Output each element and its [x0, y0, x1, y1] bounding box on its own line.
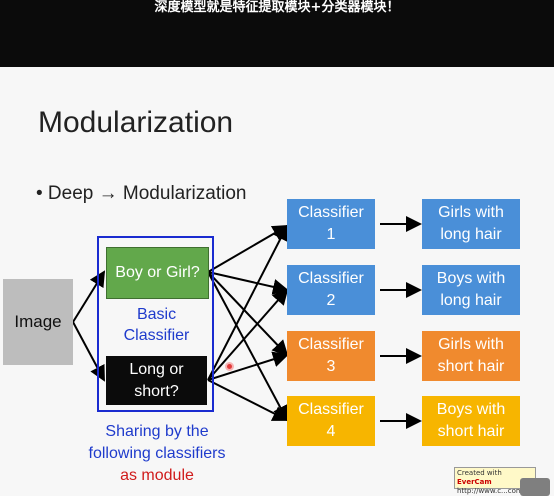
classifier-4-line1: Classifier — [298, 401, 364, 418]
sharing-line2: following classifiers — [88, 445, 226, 462]
classifier-2-line1: Classifier — [298, 270, 364, 287]
sharing-line1: Sharing by the — [105, 423, 209, 440]
arrow-bg-c3 — [207, 271, 289, 357]
result-3-line2: short hair — [437, 358, 505, 375]
sharing-module-caption: Sharing by the following classifiers as … — [72, 421, 242, 487]
classifier-3-line1: Classifier — [298, 336, 364, 353]
result-1-line2: long hair — [440, 226, 502, 243]
bullet-point: • Deep → Modularization — [36, 183, 247, 204]
classifier-1-line1: Classifier — [298, 204, 364, 221]
result-2-line2: long hair — [440, 292, 502, 309]
classifier-4: Classifier 4 — [287, 396, 375, 446]
classifier-4-line2: 4 — [326, 423, 336, 440]
arrow-ls-c4 — [207, 379, 289, 421]
result-girls-short-hair: Girls with short hair — [422, 331, 520, 381]
evercam-watermark: Created with EverCam http://www.c...com — [454, 467, 536, 495]
pointer-cursor-icon — [225, 362, 234, 371]
result-1-line1: Girls with — [438, 204, 504, 221]
result-girls-long-hair: Girls with long hair — [422, 199, 520, 249]
result-4-line2: short hair — [437, 423, 505, 440]
result-3-line1: Girls with — [438, 336, 504, 353]
slide-title: Modularization — [38, 106, 234, 139]
long-or-short-classifier: Long or short? — [106, 356, 207, 405]
result-boys-long-hair: Boys with long hair — [422, 265, 520, 315]
arrow-bg-c2 — [207, 271, 289, 295]
result-4-line1: Boys with — [436, 401, 506, 418]
arrow-ls-c1 — [207, 224, 288, 381]
video-subtitle-bar: 深度模型就是特征提取模块+分类器模块！ — [0, 0, 554, 67]
basic-label-line1: Basic — [136, 306, 177, 323]
sharing-line3: as module — [120, 467, 194, 484]
result-2-line1: Boys with — [436, 270, 506, 287]
video-player-control[interactable] — [520, 478, 550, 496]
arrow-ls-c3 — [207, 351, 289, 381]
watermark-line1: Created with — [457, 469, 502, 477]
basic-label-line2: Classifier — [123, 327, 190, 344]
result-boys-short-hair: Boys with short hair — [422, 396, 520, 446]
image-input-box: Image — [3, 279, 73, 365]
arrow-bg-c4 — [207, 271, 288, 422]
classifier-3-line2: 3 — [326, 358, 336, 375]
basic-classifier-module-frame — [97, 236, 214, 412]
classifier-3: Classifier 3 — [287, 331, 375, 381]
watermark-brand: EverCam — [457, 478, 492, 486]
classifier-2-line2: 2 — [326, 292, 336, 309]
long-short-line2: short? — [134, 382, 179, 400]
classifier-1-line2: 1 — [326, 226, 336, 243]
watermark-line2: http://www.c...com — [457, 487, 523, 495]
classifier-2: Classifier 2 — [287, 265, 375, 315]
long-short-line1: Long or — [129, 360, 184, 378]
boy-or-girl-classifier: Boy or Girl? — [106, 247, 209, 299]
subtitle-text: 深度模型就是特征提取模块+分类器模块！ — [154, 0, 400, 15]
basic-classifier-label: Basic Classifier — [105, 304, 208, 346]
arrow-ls-c2 — [207, 288, 289, 381]
classifier-1: Classifier 1 — [287, 199, 375, 249]
